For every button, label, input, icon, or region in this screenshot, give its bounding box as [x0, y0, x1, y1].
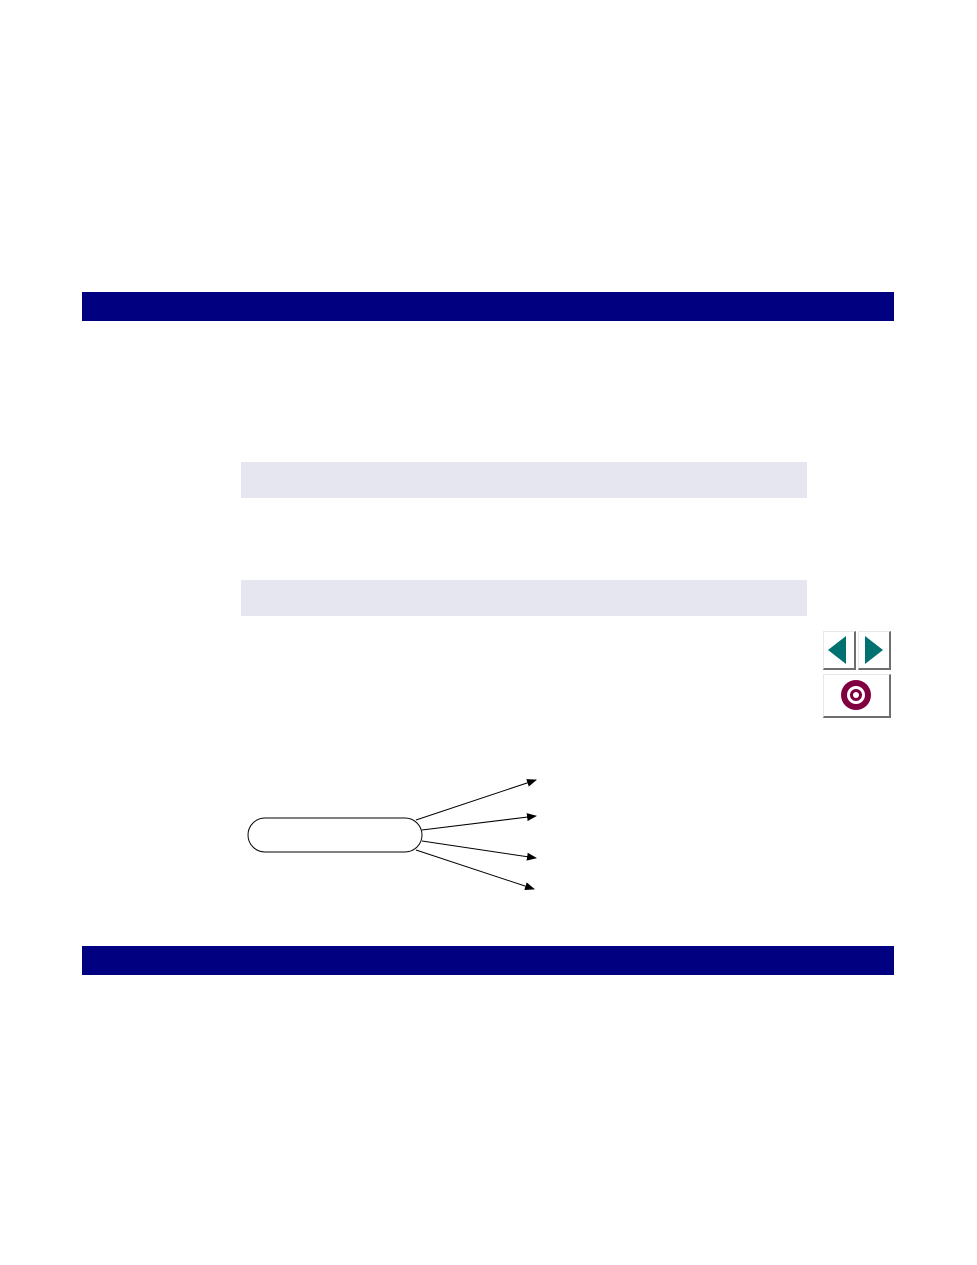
home-button[interactable]	[823, 674, 891, 718]
left-arrow-icon	[828, 636, 846, 664]
right-arrow-icon	[865, 636, 883, 664]
header-bar	[82, 292, 894, 321]
diagram-arrow	[421, 840, 537, 861]
next-page-button[interactable]	[858, 631, 891, 670]
code-box	[241, 580, 807, 616]
diagram-arrow	[415, 849, 535, 890]
diagram-arrows	[415, 779, 537, 890]
target-icon	[841, 680, 871, 710]
diagram-arrow	[421, 813, 537, 831]
code-box	[241, 462, 807, 498]
diagram-arrow	[415, 779, 537, 821]
diagram-node	[247, 817, 423, 853]
flow-diagram	[247, 779, 537, 890]
prev-page-button[interactable]	[823, 631, 856, 670]
footer-bar	[82, 946, 894, 975]
